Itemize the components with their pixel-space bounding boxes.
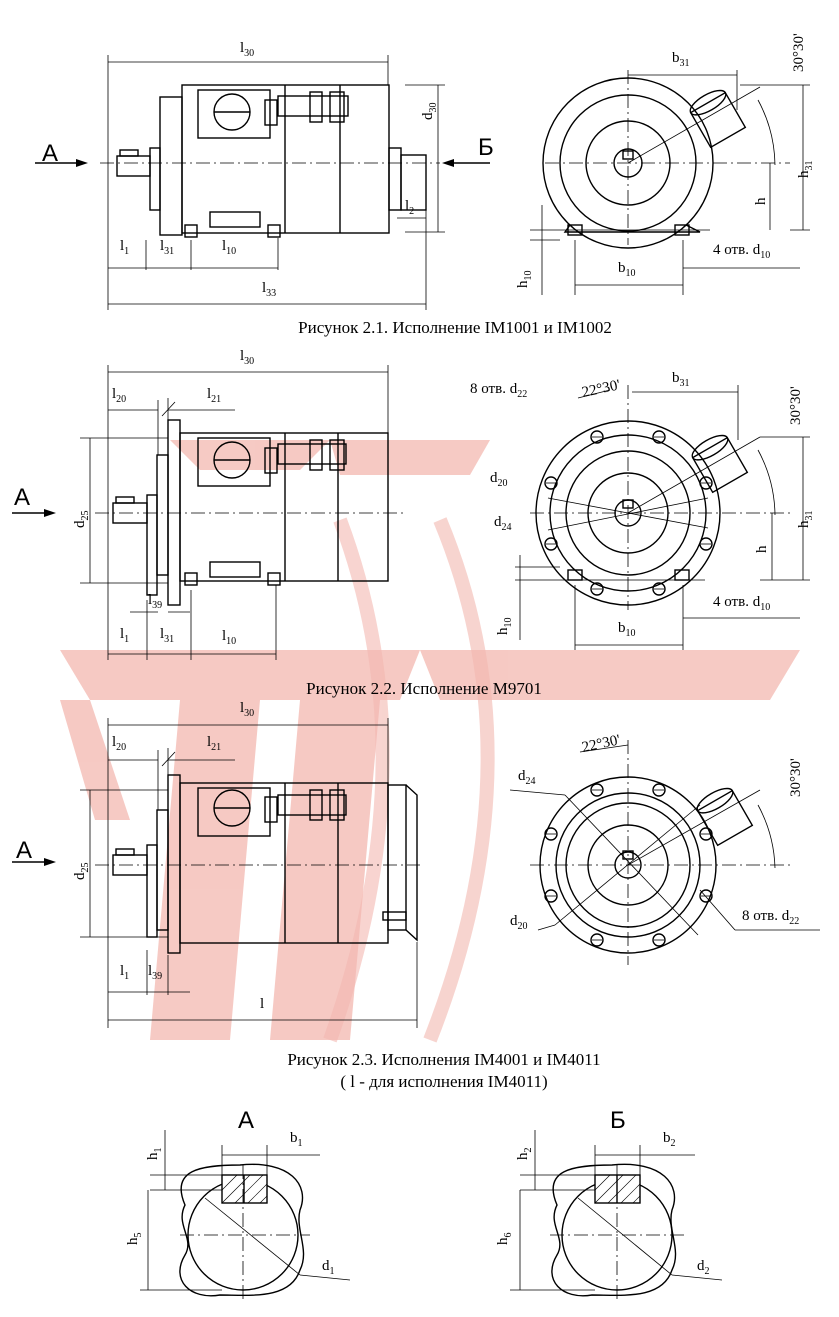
label-h31: h31 xyxy=(796,511,815,529)
caption-figure-2-3-note: ( l - для исполнения IM4011) xyxy=(340,1072,547,1091)
label-l1: l1 xyxy=(120,626,129,645)
label-l31: l31 xyxy=(160,238,174,257)
label-h10: h10 xyxy=(515,271,534,289)
label-angle-30: 30°30' xyxy=(788,386,804,425)
figure-2-1: А Б xyxy=(35,33,815,337)
label-h6: h6 xyxy=(495,1233,514,1246)
label-l2: l2 xyxy=(405,198,414,217)
caption-figure-2-1: Рисунок 2.1. Исполнение IM1001 и IM1002 xyxy=(298,318,612,337)
label-d24: d24 xyxy=(494,514,512,533)
label-l1: l1 xyxy=(120,963,129,982)
shaft-key-b xyxy=(510,1130,723,1300)
motor-side-view xyxy=(100,84,440,238)
dimension-lines xyxy=(107,55,445,310)
motor-front-view xyxy=(530,385,790,610)
label-b10: b10 xyxy=(618,260,636,279)
label-angle-30: 30°30' xyxy=(788,758,804,797)
label-h: h xyxy=(753,197,769,205)
figure-2-3: А xyxy=(12,700,820,1091)
label-l30: l30 xyxy=(240,700,254,719)
label-h31: h31 xyxy=(796,161,815,179)
label-b1: b1 xyxy=(290,1130,303,1149)
label-h2: h2 xyxy=(515,1148,534,1161)
shaft-key-a xyxy=(140,1130,351,1300)
label-l1: l1 xyxy=(120,238,129,257)
view-a-label: А xyxy=(14,484,30,511)
label-l39: l39 xyxy=(148,592,162,611)
label-b2: b2 xyxy=(663,1130,676,1149)
motor-side-view xyxy=(95,419,405,606)
front-dimension-lines xyxy=(515,385,810,650)
label-l20: l20 xyxy=(112,734,126,753)
label-angle-22: 22°30' xyxy=(581,377,622,401)
label-l31: l31 xyxy=(160,626,174,645)
label-b31: b31 xyxy=(672,370,690,389)
motor-front-view xyxy=(542,70,790,249)
label-l33: l33 xyxy=(262,280,276,299)
label-b10: b10 xyxy=(618,620,636,639)
label-d24: d24 xyxy=(518,768,536,787)
label-h: h xyxy=(754,545,770,553)
front-dimension-lines xyxy=(530,70,810,295)
label-l21: l21 xyxy=(207,386,221,405)
label-holes-8: 8 отв. d22 xyxy=(742,908,799,927)
dimension-lines xyxy=(80,718,418,1028)
label-h1: h1 xyxy=(145,1148,164,1161)
label-l21: l21 xyxy=(207,734,221,753)
label-d25: d25 xyxy=(72,863,91,881)
label-d25: d25 xyxy=(72,511,91,529)
label-l: l xyxy=(260,996,264,1012)
label-holes-8: 8 отв. d22 xyxy=(470,381,527,400)
view-b-label: Б xyxy=(478,134,494,161)
view-a-label: А xyxy=(16,837,32,864)
label-angle-22: 22°30' xyxy=(581,732,622,756)
flange-holes xyxy=(544,430,713,596)
shaft-key-details: А h1 b1 h5 d1 xyxy=(125,1107,723,1300)
label-l30: l30 xyxy=(240,40,254,59)
label-l30: l30 xyxy=(240,348,254,367)
label-b31: b31 xyxy=(672,50,690,69)
label-d2: d2 xyxy=(697,1258,710,1277)
label-l10: l10 xyxy=(222,628,236,647)
label-l39: l39 xyxy=(148,963,162,982)
label-d20: d20 xyxy=(510,913,528,932)
label-angle-30: 30°30' xyxy=(791,33,807,72)
label-l10: l10 xyxy=(222,238,236,257)
caption-figure-2-2: Рисунок 2.2. Исполнение М9701 xyxy=(306,679,542,698)
figure-2-2: А xyxy=(12,348,815,698)
front-dimension-lines xyxy=(509,744,820,931)
label-l20: l20 xyxy=(112,386,126,405)
flange-holes xyxy=(544,783,713,947)
label-holes-4: 4 отв. d10 xyxy=(713,594,770,613)
caption-figure-2-3: Рисунок 2.3. Исполнения IM4001 и IM4011 xyxy=(287,1050,600,1069)
view-a-label: А xyxy=(42,140,58,167)
label-d1: d1 xyxy=(322,1258,335,1277)
label-h10: h10 xyxy=(495,618,514,636)
label-d20: d20 xyxy=(490,470,508,489)
label-holes-4: 4 отв. d10 xyxy=(713,242,770,261)
flange-front-view xyxy=(530,740,790,965)
label-d30: d30 xyxy=(420,103,439,121)
detail-a-title: А xyxy=(238,1107,254,1134)
detail-b-title: Б xyxy=(610,1107,626,1134)
label-h5: h5 xyxy=(125,1233,144,1246)
dimension-lines xyxy=(80,365,389,660)
motor-side-view xyxy=(95,774,420,954)
